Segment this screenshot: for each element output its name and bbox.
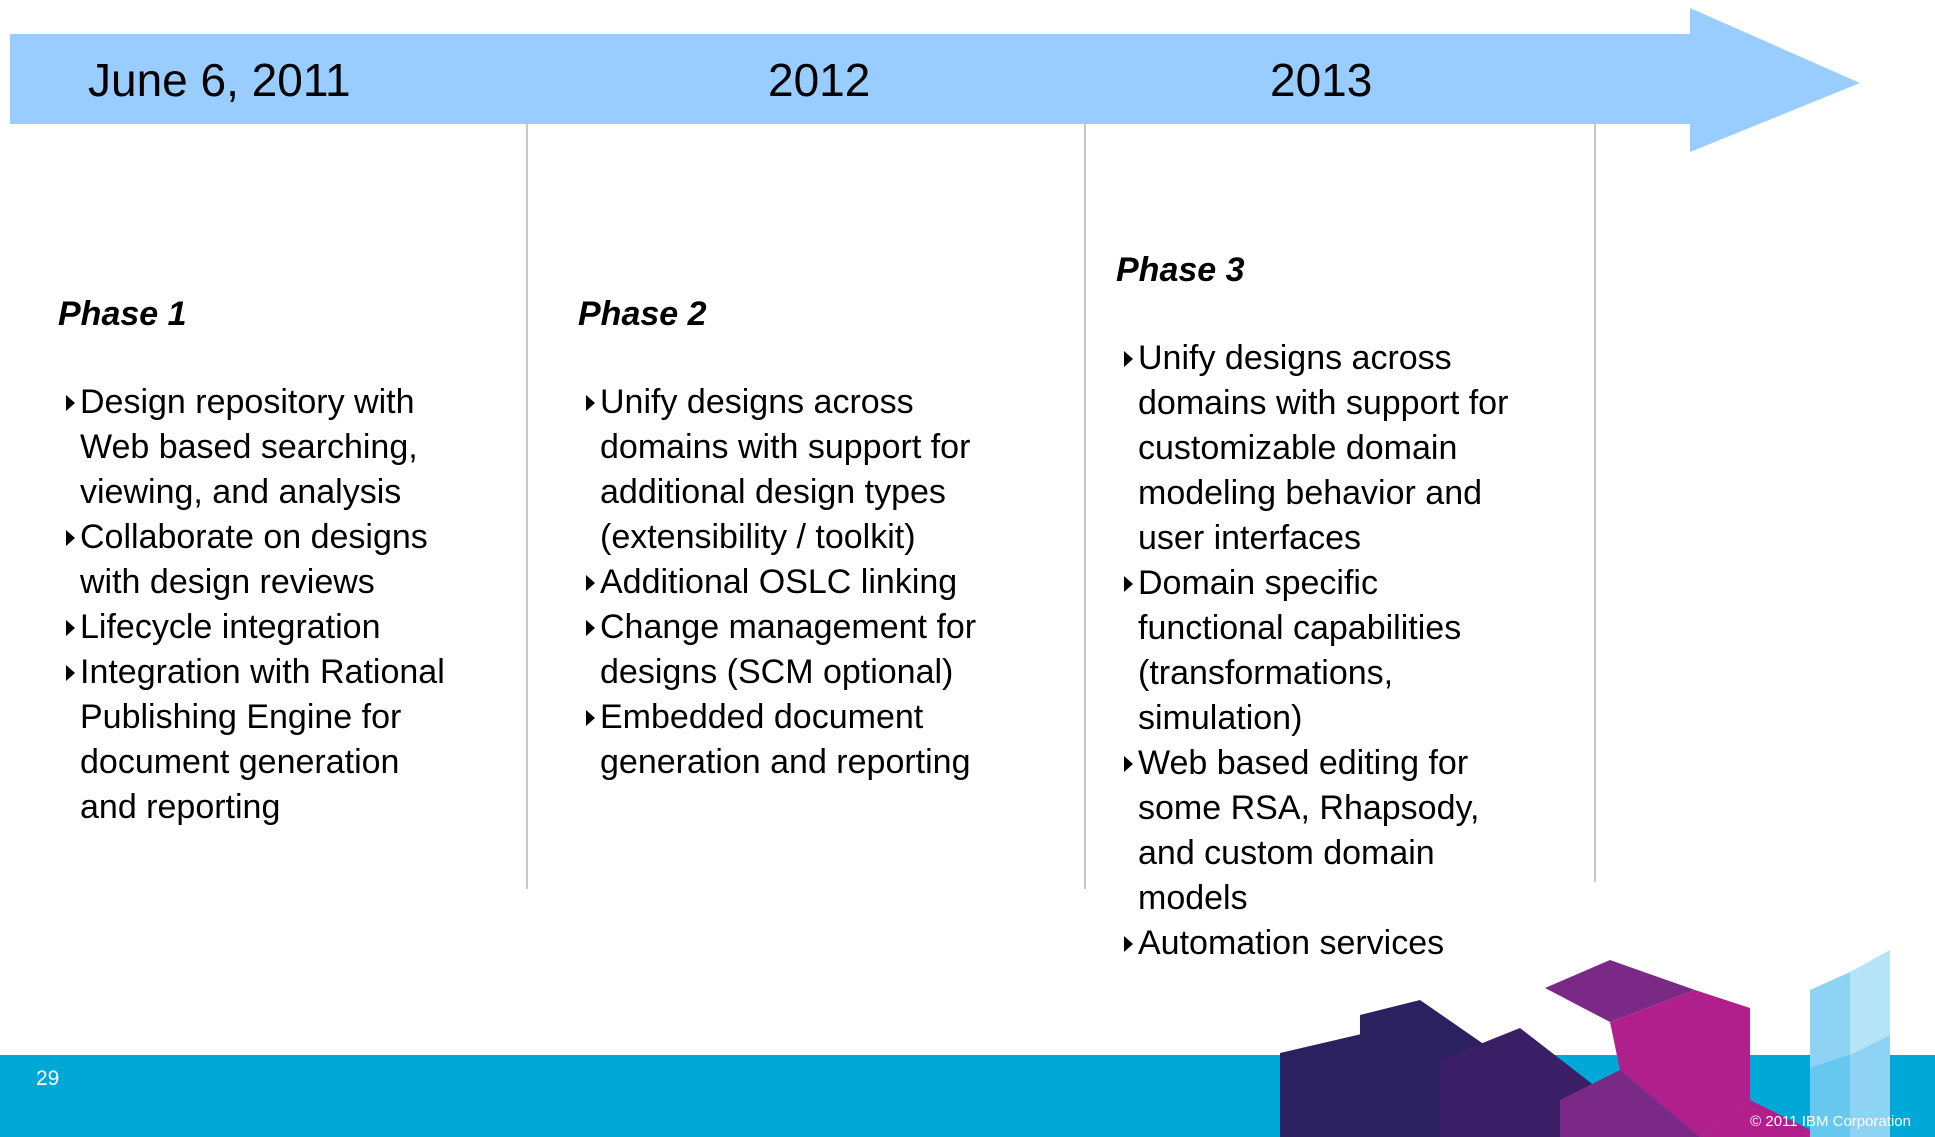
- triangle-right-icon: [1124, 576, 1133, 592]
- list-item-text: Unify designs across domains with suppor…: [1138, 339, 1509, 557]
- triangle-right-icon: [1124, 351, 1133, 367]
- ibm-brand-graphic: [1280, 950, 1890, 1137]
- list-item-text: Web based editing for some RSA, Rhapsody…: [1138, 744, 1480, 917]
- phase-1-column: Phase 1 Design repository with Web based…: [58, 290, 528, 830]
- column-divider: [526, 124, 528, 889]
- list-item: Embedded document generation and reporti…: [578, 695, 1048, 785]
- triangle-right-icon: [66, 620, 75, 636]
- phase-2-column: Phase 2 Unify designs across domains wit…: [578, 290, 1048, 785]
- triangle-right-icon: [586, 710, 595, 726]
- triangle-right-icon: [1124, 756, 1133, 772]
- list-item-text: Collaborate on designs with design revie…: [80, 518, 428, 601]
- copyright-text: © 2011 IBM Corporation: [1750, 1113, 1911, 1130]
- list-item: Domain specific functional capabilities …: [1116, 561, 1586, 741]
- list-item: Design repository with Web based searchi…: [58, 380, 528, 515]
- list-item-text: Change management for designs (SCM optio…: [600, 608, 977, 691]
- list-item: Lifecycle integration: [58, 605, 528, 650]
- triangle-right-icon: [1124, 936, 1133, 952]
- page-number: 29: [36, 1067, 60, 1090]
- timeline-date-2013: 2013: [1270, 54, 1373, 106]
- list-item-text: Design repository with Web based searchi…: [80, 383, 418, 511]
- triangle-right-icon: [586, 395, 595, 411]
- phase-1-list: Design repository with Web based searchi…: [58, 380, 528, 830]
- list-item-text: Lifecycle integration: [80, 608, 381, 646]
- list-item: Integration with Rational Publishing Eng…: [58, 650, 528, 830]
- timeline-date-2011: June 6, 2011: [88, 54, 351, 106]
- list-item: Unify designs across domains with suppor…: [1116, 336, 1586, 561]
- list-item: Unify designs across domains with suppor…: [578, 380, 1048, 560]
- timeline-date-2012: 2012: [768, 54, 871, 106]
- list-item: Collaborate on designs with design revie…: [58, 515, 528, 605]
- column-divider: [1594, 124, 1596, 882]
- list-item: Additional OSLC linking: [578, 560, 1048, 605]
- list-item-text: Integration with Rational Publishing Eng…: [80, 653, 445, 826]
- list-item-text: Embedded document generation and reporti…: [600, 698, 971, 781]
- list-item-text: Unify designs across domains with suppor…: [600, 383, 971, 556]
- triangle-right-icon: [586, 620, 595, 636]
- list-item: Change management for designs (SCM optio…: [578, 605, 1048, 695]
- phase-3-column: Phase 3 Unify designs across domains wit…: [1116, 246, 1586, 966]
- phase-title: Phase 2: [578, 295, 707, 333]
- phase-3-list: Unify designs across domains with suppor…: [1116, 336, 1586, 966]
- phase-title: Phase 3: [1116, 251, 1245, 289]
- list-item: Web based editing for some RSA, Rhapsody…: [1116, 741, 1586, 921]
- triangle-right-icon: [66, 395, 75, 411]
- phase-2-list: Unify designs across domains with suppor…: [578, 380, 1048, 785]
- phase-title: Phase 1: [58, 295, 187, 333]
- list-item-text: Automation services: [1138, 924, 1445, 962]
- column-divider: [1084, 124, 1086, 889]
- list-item-text: Domain specific functional capabilities …: [1138, 564, 1462, 737]
- triangle-right-icon: [66, 530, 75, 546]
- timeline-arrow: [10, 8, 1860, 152]
- triangle-right-icon: [586, 575, 595, 591]
- list-item-text: Additional OSLC linking: [600, 563, 958, 601]
- list-item: Automation services: [1116, 921, 1586, 966]
- triangle-right-icon: [66, 665, 75, 681]
